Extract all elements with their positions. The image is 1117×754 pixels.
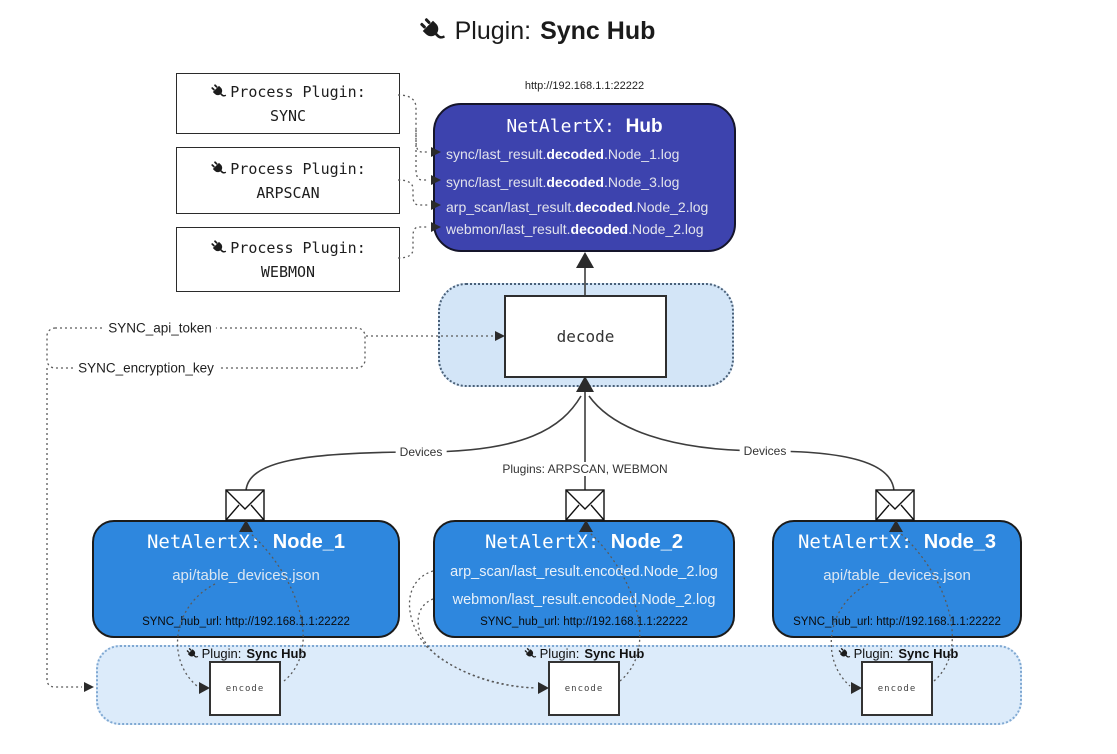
node-file: webmon/last_result.encoded.Node_2.log: [452, 592, 716, 608]
strip-plugin-label: Plugin:Sync Hub: [837, 646, 958, 661]
node-file: api/table_devices.json: [823, 567, 971, 584]
page-title: Plugin: Sync Hub: [0, 16, 1095, 46]
node-box-node-3: NetAlertX: Node_3 api/table_devices.json…: [772, 520, 1022, 638]
node-box-node-2: NetAlertX: Node_2 arp_scan/last_result.e…: [433, 520, 735, 638]
strip-plugin-label: Plugin:Sync Hub: [523, 646, 644, 661]
process-plugin-box-webmon: Process Plugin: WEBMON: [176, 227, 400, 292]
process-plugin-box-sync: Process Plugin: SYNC: [176, 73, 400, 134]
encode-box: encode: [861, 661, 933, 716]
hub-title-name: Hub: [625, 116, 663, 137]
node-title: NetAlertX: Node_2: [484, 531, 684, 553]
hub-title-prefix: NetAlertX:: [506, 116, 615, 137]
process-plugin-label: Process Plugin:: [230, 238, 366, 257]
strip-plugin-label: Plugin:Sync Hub: [185, 646, 306, 661]
process-plugin-name: WEBMON: [260, 262, 316, 281]
hub-entry: arp_scan/last_result.decoded.Node_2.log: [446, 199, 709, 215]
plug-icon: [210, 159, 228, 178]
encode-box: encode: [209, 661, 281, 716]
hub-entry: sync/last_result.decoded.Node_3.log: [446, 174, 680, 190]
plug-icon: [210, 82, 228, 101]
process-plugin-label: Process Plugin:: [230, 82, 366, 101]
plug-icon: [417, 16, 447, 46]
page-title-name: Sync Hub: [540, 16, 656, 45]
node-title: NetAlertX: Node_1: [146, 531, 346, 553]
plug-icon: [523, 646, 538, 661]
node-box-node-1: NetAlertX: Node_1 api/table_devices.json…: [92, 520, 400, 638]
decode-box: decode: [504, 295, 667, 378]
hub-url: http://192.168.1.1:22222: [524, 80, 645, 92]
process-plugin-box-arpscan: Process Plugin: ARPSCAN: [176, 147, 400, 214]
decode-label: decode: [556, 327, 615, 346]
plug-icon: [185, 646, 200, 661]
node-file: api/table_devices.json: [172, 567, 320, 584]
process-plugin-name: ARPSCAN: [256, 183, 320, 202]
hub-title: NetAlertX: Hub: [435, 116, 734, 138]
node-hub-url: SYNC_hub_url: http://192.168.1.1:22222: [142, 616, 350, 628]
node-hub-url: SYNC_hub_url: http://192.168.1.1:22222: [793, 616, 1001, 628]
hub-entry: webmon/last_result.decoded.Node_2.log: [446, 221, 704, 237]
encode-box: encode: [548, 661, 620, 716]
process-plugin-name: SYNC: [269, 106, 307, 125]
plug-icon: [837, 646, 852, 661]
plug-icon: [210, 238, 228, 257]
process-plugin-label: Process Plugin:: [230, 159, 366, 178]
node-file: arp_scan/last_result.encoded.Node_2.log: [450, 564, 718, 580]
page-title-prefix: Plugin:: [454, 16, 532, 45]
hub-box: NetAlertX: Hub sync/last_result.decoded.…: [433, 103, 736, 252]
hub-entry: sync/last_result.decoded.Node_1.log: [446, 146, 680, 162]
node-hub-url: SYNC_hub_url: http://192.168.1.1:22222: [480, 616, 688, 628]
node-title: NetAlertX: Node_3: [797, 531, 997, 553]
